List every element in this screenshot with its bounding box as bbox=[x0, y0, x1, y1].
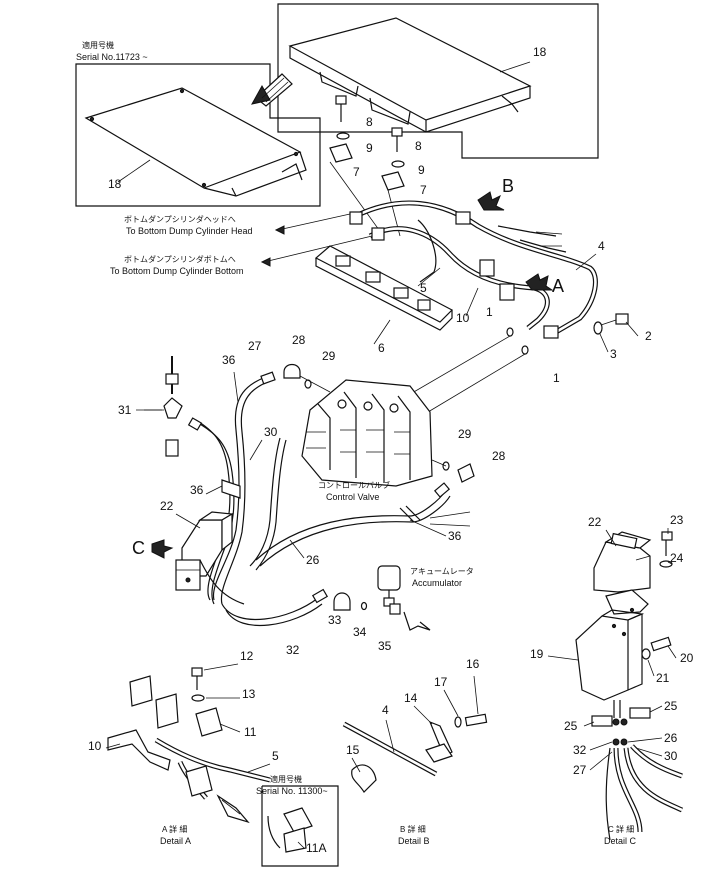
dump-head-en: To Bottom Dump Cylinder Head bbox=[126, 226, 253, 236]
callout-c4b: 4 bbox=[382, 703, 389, 717]
detail-a-assembly: 適用号機 Serial No. 11300~ A 詳 細 Detail A bbox=[107, 667, 339, 867]
hose-routing bbox=[187, 371, 471, 626]
callout-c30b: 30 bbox=[664, 749, 678, 763]
callout-c36c: 36 bbox=[448, 529, 462, 543]
accumulator: アキュームレータ Accumulator bbox=[377, 565, 474, 607]
detail-b-assembly: B 詳 細 Detail B bbox=[342, 713, 488, 846]
callout-c25b: 25 bbox=[664, 699, 678, 713]
callout-c30: 30 bbox=[264, 425, 278, 439]
callout-c27b: 27 bbox=[573, 763, 587, 777]
callout-c18a: 18 bbox=[533, 45, 547, 59]
callout-c10b: 10 bbox=[88, 739, 102, 753]
callout-c18b: 18 bbox=[108, 177, 122, 191]
valve-fittings bbox=[283, 363, 475, 483]
callout-c31: 31 bbox=[118, 403, 132, 417]
detail-b-jp: B 詳 細 bbox=[400, 824, 426, 834]
control-valve: コントロールバルブ Control Valve bbox=[301, 379, 433, 502]
detail-a-jp: A 詳 細 bbox=[162, 824, 187, 834]
control-valve-jp: コントロールバルブ bbox=[318, 480, 390, 490]
callout-c5: 5 bbox=[420, 281, 427, 295]
callout-c12: 12 bbox=[240, 649, 254, 663]
callout-c5b: 5 bbox=[272, 749, 279, 763]
detail-c-en: Detail C bbox=[604, 836, 637, 846]
cover-panel-right bbox=[277, 3, 599, 159]
callout-c8a: 8 bbox=[366, 115, 373, 129]
callout-c2: 2 bbox=[645, 329, 652, 343]
serial-detail-jp: 適用号機 bbox=[270, 774, 302, 784]
callout-c8b: 8 bbox=[415, 139, 422, 153]
callout-c7a: 7 bbox=[353, 165, 360, 179]
callout-c26b: 26 bbox=[664, 731, 678, 745]
callout-c16: 16 bbox=[466, 657, 480, 671]
callout-c9b: 9 bbox=[418, 163, 425, 177]
callout-c34: 34 bbox=[353, 625, 367, 639]
dump-bottom-en: To Bottom Dump Cylinder Bottom bbox=[110, 266, 244, 276]
arrow-c-main: C bbox=[132, 538, 174, 559]
solenoid-valve-22 bbox=[175, 511, 245, 605]
callout-c4: 4 bbox=[598, 239, 605, 253]
cover-panel-left: 適用号機 Serial No.11723 ~ bbox=[75, 40, 321, 207]
view-letter-a: A bbox=[552, 276, 564, 296]
leader-lines bbox=[105, 61, 677, 849]
callout-c36b: 36 bbox=[190, 483, 204, 497]
detail-c-assembly bbox=[575, 531, 684, 841]
callout-c19: 19 bbox=[530, 647, 544, 661]
serial-detail-en: Serial No. 11300~ bbox=[256, 786, 328, 796]
callout-c6: 6 bbox=[378, 341, 385, 355]
callout-c23: 23 bbox=[670, 513, 684, 527]
panel-arrow bbox=[251, 73, 293, 107]
bolts-and-clamps bbox=[329, 95, 405, 237]
fittings-33-35 bbox=[333, 592, 431, 631]
callout-c35: 35 bbox=[378, 639, 392, 653]
accumulator-en: Accumulator bbox=[412, 578, 462, 588]
callout-c1b: 1 bbox=[553, 371, 560, 385]
callout-c29b: 29 bbox=[458, 427, 472, 441]
callout-c29a: 29 bbox=[322, 349, 336, 363]
callout-c24: 24 bbox=[670, 551, 684, 565]
view-arrows-top: B A bbox=[477, 176, 564, 296]
dump-head-jp: ボトムダンプシリンダヘッドへ bbox=[124, 214, 236, 224]
serial-top-jp: 適用号機 bbox=[82, 40, 114, 50]
callout-c27: 27 bbox=[248, 339, 262, 353]
callout-c20: 20 bbox=[680, 651, 694, 665]
callout-c26: 26 bbox=[306, 553, 320, 567]
accumulator-jp: アキュームレータ bbox=[410, 567, 474, 576]
callout-c11a: 11A bbox=[306, 841, 326, 855]
callout-c10a: 10 bbox=[456, 311, 470, 325]
callout-c9a: 9 bbox=[366, 141, 373, 155]
view-letter-b: B bbox=[502, 176, 514, 196]
callout-c28a: 28 bbox=[292, 333, 306, 347]
callout-c22a: 22 bbox=[160, 499, 174, 513]
pipe-assembly bbox=[314, 200, 629, 419]
detail-a-en: Detail A bbox=[160, 836, 191, 846]
callout-c17: 17 bbox=[434, 675, 448, 689]
callout-c21: 21 bbox=[656, 671, 670, 685]
callout-c7b: 7 bbox=[420, 183, 427, 197]
callout-c32a: 32 bbox=[286, 643, 300, 657]
callout-c32b: 32 bbox=[573, 743, 587, 757]
pressure-switch-31 bbox=[144, 356, 183, 457]
serial-top-en: Serial No.11723 ~ bbox=[76, 52, 148, 62]
callout-c14: 14 bbox=[404, 691, 418, 705]
dump-cylinder-leaders: ボトムダンプシリンダヘッドへ To Bottom Dump Cylinder H… bbox=[110, 213, 373, 276]
dump-bottom-jp: ボトムダンプシリンダボトムへ bbox=[124, 254, 236, 264]
callout-c36a: 36 bbox=[222, 353, 236, 367]
callout-c22b: 22 bbox=[588, 515, 602, 529]
control-valve-en: Control Valve bbox=[326, 492, 379, 502]
callout-c13: 13 bbox=[242, 687, 256, 701]
detail-c-jp: C 詳 細 bbox=[608, 824, 634, 834]
callout-c1a: 1 bbox=[486, 305, 493, 319]
callout-c25a: 25 bbox=[564, 719, 578, 733]
callout-c11: 11 bbox=[244, 725, 257, 739]
callout-c15: 15 bbox=[346, 743, 360, 757]
callout-c28b: 28 bbox=[492, 449, 506, 463]
callout-c33: 33 bbox=[328, 613, 342, 627]
callout-c3: 3 bbox=[610, 347, 617, 361]
detail-b-en: Detail B bbox=[398, 836, 430, 846]
view-letter-c: C bbox=[132, 538, 145, 558]
